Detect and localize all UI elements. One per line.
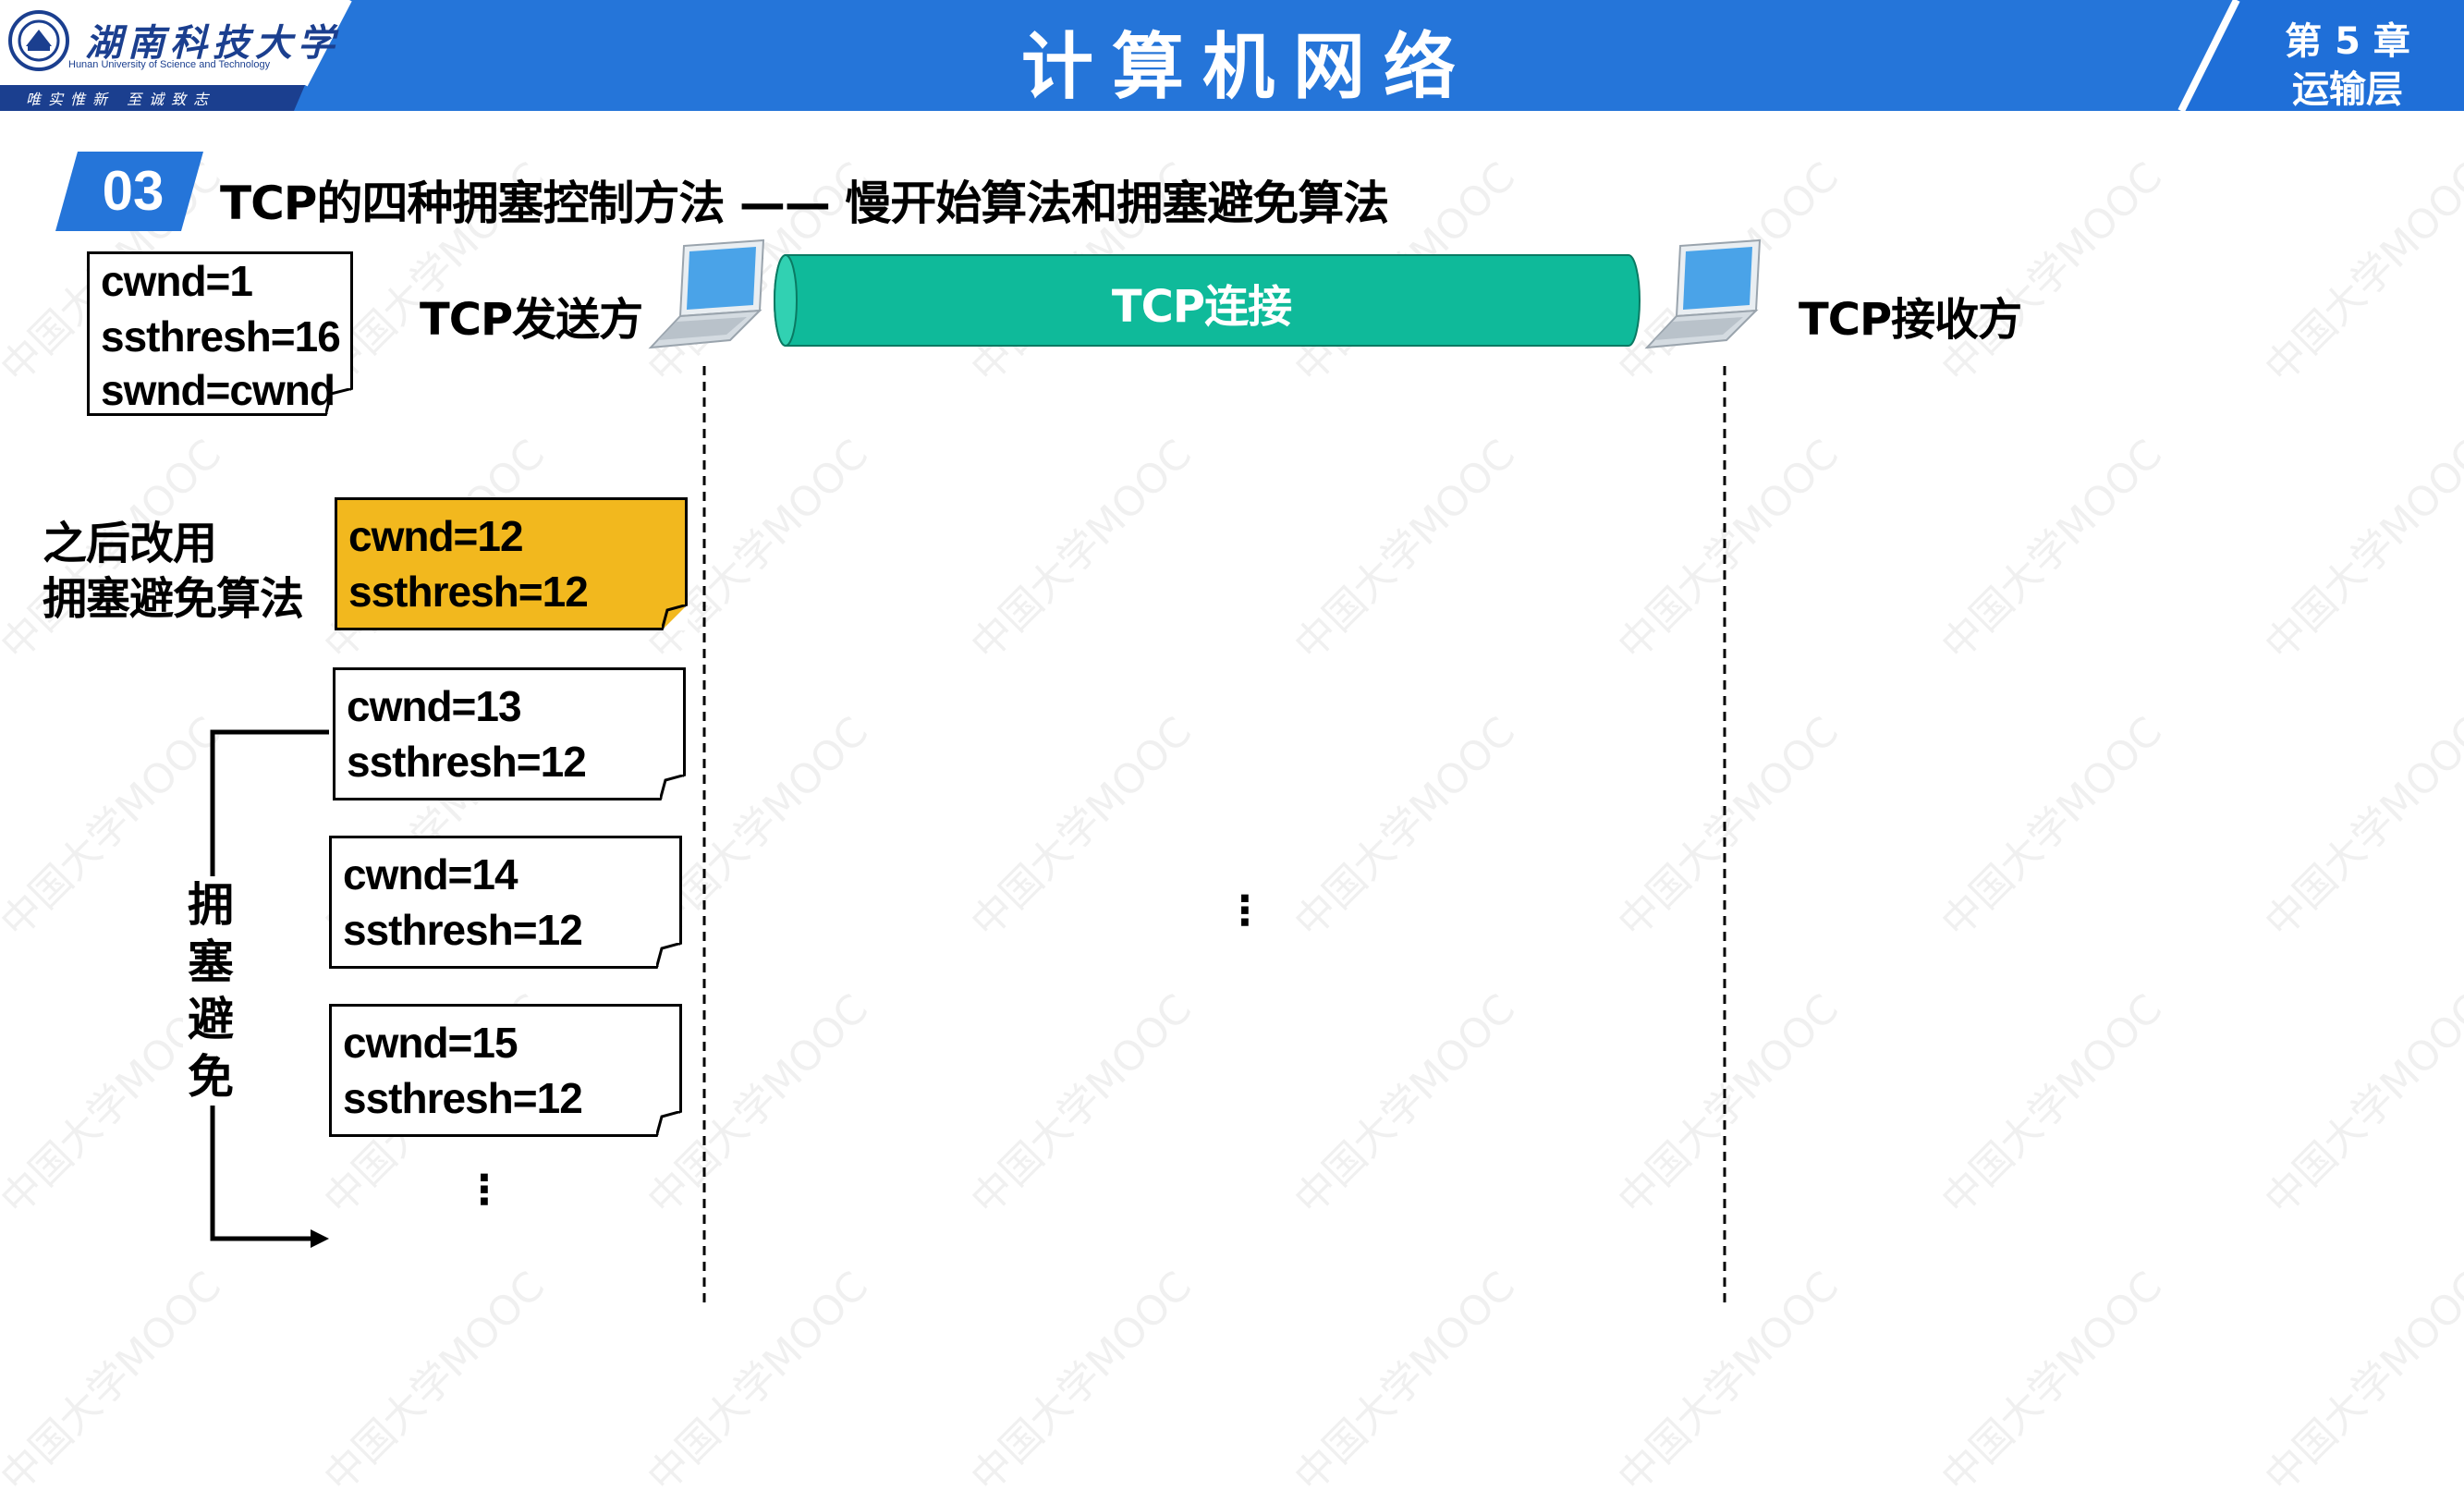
avoidance-ssthresh: ssthresh=12 bbox=[343, 906, 583, 954]
avoidance-state-box: cwnd=15 ssthresh=12 bbox=[329, 1004, 682, 1137]
congestion-avoidance-label: 拥塞避免 bbox=[183, 876, 238, 1106]
university-motto: 唯实惟新 至诚致志 bbox=[26, 91, 216, 108]
highlighted-cwnd: cwnd=12 bbox=[348, 512, 524, 560]
switch-note-line1: 之后改用 bbox=[43, 518, 217, 569]
initial-swnd: swnd=cwnd bbox=[101, 366, 335, 414]
tcp-connection-label: TCP连接 bbox=[1111, 281, 1292, 333]
highlighted-ssthresh: ssthresh=12 bbox=[348, 568, 589, 616]
section-title: TCP的四种拥塞控制方法 —— 慢开始算法和拥塞避免算法 bbox=[220, 177, 1389, 230]
initial-state-box: cwnd=1 ssthresh=16 swnd=cwnd bbox=[87, 251, 353, 416]
avoidance-arrowhead bbox=[311, 1229, 329, 1248]
header-background bbox=[0, 0, 2464, 111]
section-number: 03 bbox=[102, 160, 165, 222]
avoidance-ssthresh: ssthresh=12 bbox=[347, 738, 587, 786]
receiver-laptop-icon bbox=[1644, 238, 1762, 349]
header-bar: 湖南科技大学 Hunan University of Science and T… bbox=[0, 0, 2464, 111]
avoidance-cwnd: cwnd=14 bbox=[343, 850, 518, 898]
chapter-name: 运输层 bbox=[2292, 68, 2403, 111]
tcp-connection-pipe bbox=[774, 254, 1641, 347]
avoidance-cwnd: cwnd=15 bbox=[343, 1019, 518, 1067]
section-number-badge bbox=[55, 152, 203, 231]
highlighted-state-box: cwnd=12 ssthresh=12 bbox=[335, 497, 688, 630]
chapter-label: 第 5 章 bbox=[2285, 20, 2410, 63]
avoidance-cwnd: cwnd=13 bbox=[347, 682, 522, 730]
receiver-label: TCP接收方 bbox=[1799, 294, 2022, 346]
avoidance-state-box: cwnd=13 ssthresh=12 bbox=[333, 667, 686, 800]
boxes-ellipsis: ⋮ bbox=[464, 1167, 505, 1214]
initial-cwnd: cwnd=1 bbox=[101, 257, 253, 305]
course-title: 计算机网络 bbox=[1020, 26, 1474, 109]
university-name: 湖南科技大学 bbox=[85, 21, 340, 65]
switch-note-line2: 拥塞避免算法 bbox=[43, 573, 304, 625]
middle-ellipsis: ⋮ bbox=[1225, 887, 1265, 935]
sender-label: TCP发送方 bbox=[420, 294, 643, 346]
sender-laptop-icon bbox=[648, 238, 765, 349]
initial-ssthresh: ssthresh=16 bbox=[101, 312, 341, 360]
university-logo-icon bbox=[8, 10, 69, 71]
university-english-name: Hunan University of Science and Technolo… bbox=[68, 59, 271, 70]
avoidance-state-box: cwnd=14 ssthresh=12 bbox=[329, 836, 682, 969]
avoidance-ssthresh: ssthresh=12 bbox=[343, 1074, 583, 1122]
congestion-avoidance-text: 拥塞避免 bbox=[188, 878, 234, 1104]
